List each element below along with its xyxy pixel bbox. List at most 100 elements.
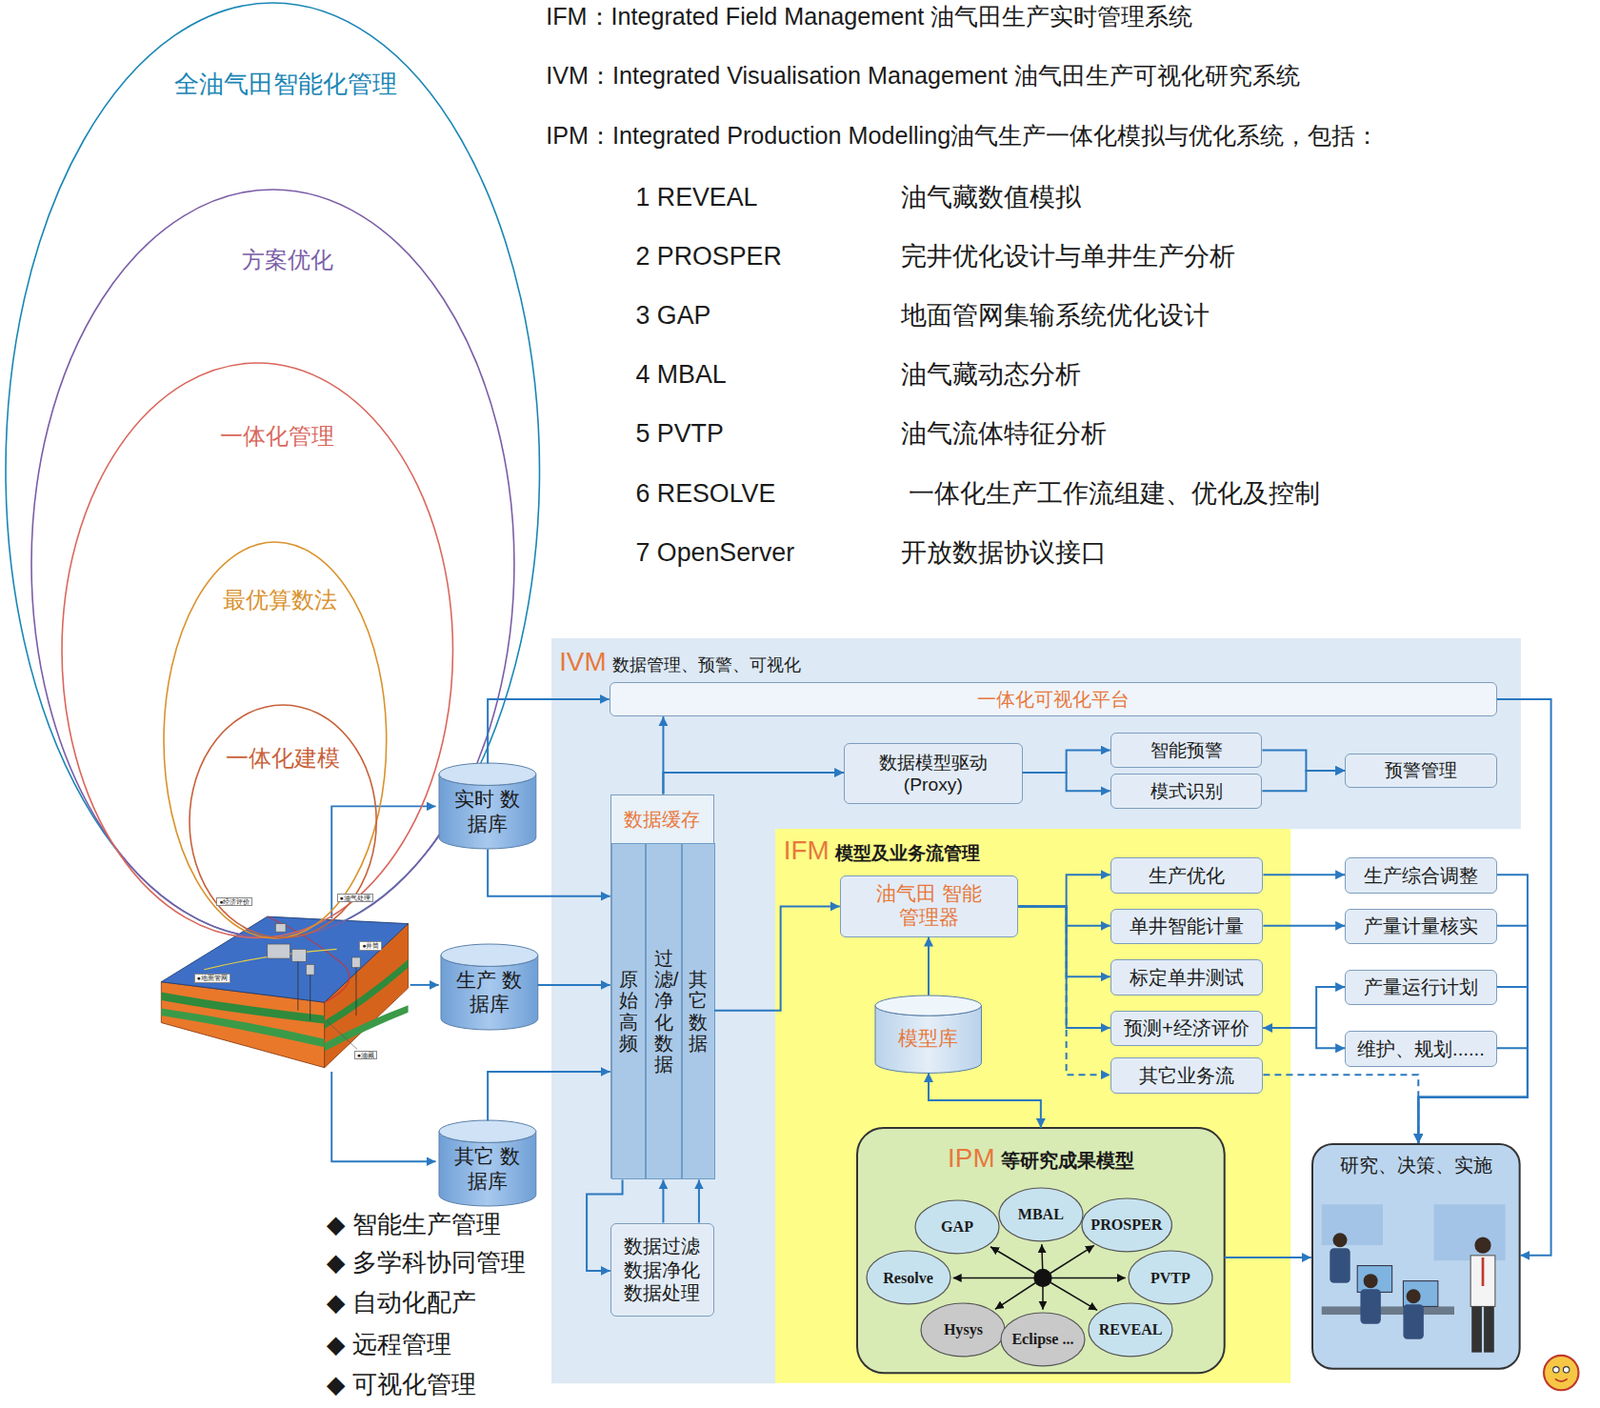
label-holder: 2 PROSPER bbox=[636, 242, 782, 271]
database-cylinder: 实时 数据库 bbox=[439, 762, 537, 849]
decision-panel: 研究、决策、实施 bbox=[1311, 1142, 1521, 1370]
label-holder: ●井筒 bbox=[359, 940, 382, 951]
data-column: 原始高频 bbox=[611, 842, 646, 1180]
model-ellipse: PVTP bbox=[1127, 1249, 1214, 1305]
node-label: 其它业务流 bbox=[1139, 1063, 1235, 1087]
panel-tag: IFM bbox=[783, 834, 830, 866]
flow-arrow bbox=[661, 1179, 664, 1222]
label-holder: 油气藏动态分析 bbox=[900, 360, 1081, 389]
label-holder: 1 REVEAL bbox=[636, 183, 759, 212]
label-holder: 开放数据协议接口 bbox=[900, 539, 1107, 567]
flow-arrow bbox=[698, 1179, 700, 1222]
module-description: 完井优化设计与单井生产分析 bbox=[900, 242, 1236, 271]
model-ellipse: REVEAL bbox=[1087, 1301, 1174, 1358]
panel-title: 等研究成果模型 bbox=[1000, 1148, 1135, 1172]
scope-ellipse: 一体化建模最优算数法一体化管理 bbox=[60, 361, 455, 939]
label-holder: ●地面管网 bbox=[194, 973, 231, 983]
node-label: 单井智能计量 bbox=[1129, 914, 1244, 938]
panel-title: 模型及业务流管理 bbox=[835, 841, 980, 864]
node-label: REVEAL bbox=[1099, 1320, 1163, 1339]
node-label: 过滤/净化数据 bbox=[654, 947, 674, 1076]
system-definition: IVM：Integrated Visualisation Management … bbox=[545, 62, 1300, 90]
module-description: 一体化生产工作流组建、优化及控制 bbox=[908, 480, 1320, 508]
model-ellipse: Eclipse ... bbox=[1000, 1311, 1086, 1367]
flow-arrow bbox=[1018, 905, 1110, 925]
label-holder: 6 RESOLVE bbox=[636, 480, 777, 508]
figure-tag: ●油藏 bbox=[354, 1050, 378, 1060]
label-holder: ◆ 可视化管理 bbox=[326, 1370, 477, 1398]
data-column: 过滤/净化数据 bbox=[645, 842, 682, 1180]
label-holder: IFM：Integrated Field Management 油气田生产实时管… bbox=[545, 3, 1193, 31]
node-label: 预警管理 bbox=[1384, 759, 1458, 781]
process-box: 数据过滤 数据净化 数据处理 bbox=[610, 1222, 715, 1318]
flow-arrow bbox=[487, 848, 611, 896]
label-holder: 5 PVTP bbox=[636, 420, 724, 448]
process-box: 智能预警 bbox=[1110, 732, 1263, 767]
model-ellipse: PROSPER bbox=[1080, 1197, 1173, 1253]
flow-arrow bbox=[1261, 750, 1345, 771]
flow-arrow bbox=[487, 1071, 611, 1120]
node-label: PROSPER bbox=[1090, 1215, 1162, 1234]
label-holder: ●油藏 bbox=[354, 1050, 378, 1060]
flow-arrow bbox=[1262, 1027, 1345, 1048]
label-holder: 一体化生产工作流组建、优化及控制 bbox=[908, 480, 1320, 508]
flow-arrow bbox=[1262, 924, 1345, 927]
system-definition: IPM：Integrated Production Modelling油气生产一… bbox=[545, 122, 1380, 150]
node-label: 生产综合调整 bbox=[1363, 863, 1479, 887]
flow-arrow bbox=[1261, 770, 1345, 791]
flow-arrow bbox=[1418, 925, 1528, 1143]
flow-arrow bbox=[1418, 986, 1528, 1143]
flow-arrow bbox=[1418, 874, 1528, 1143]
process-box: 模式识别 bbox=[1110, 773, 1263, 808]
node-label: 其它数据 bbox=[688, 968, 708, 1055]
feed-line bbox=[331, 805, 439, 1161]
node-label: 产量运行计划 bbox=[1363, 975, 1479, 999]
figure-tag: ●地面管网 bbox=[194, 973, 231, 983]
node-label: 模型库 bbox=[898, 1026, 959, 1052]
panel-tag: IPM bbox=[947, 1141, 996, 1174]
label-holder: ◆ 远程管理 bbox=[326, 1330, 452, 1358]
feature-bullet: ◆ 多学科协同管理 bbox=[326, 1248, 526, 1276]
module-description: 油气藏数值模拟 bbox=[900, 183, 1081, 212]
node-label: 其它 数据库 bbox=[453, 1144, 521, 1194]
model-links bbox=[953, 1243, 1126, 1310]
figure-tag: ●井筒 bbox=[359, 940, 382, 951]
module-name: 7 OpenServer bbox=[636, 539, 796, 567]
flow-arrow bbox=[487, 699, 609, 763]
data-column: 其它数据 bbox=[681, 842, 716, 1180]
model-ellipse: MBAL bbox=[998, 1186, 1084, 1242]
label-holder: IPM：Integrated Production Modelling油气生产一… bbox=[545, 122, 1380, 150]
node-label: 智能预警 bbox=[1150, 739, 1223, 761]
label-holder: 4 MBAL bbox=[636, 360, 727, 389]
process-box: 数据模型驱动 (Proxy) bbox=[843, 742, 1023, 804]
flow-arrow bbox=[1022, 750, 1111, 774]
database-cylinder: 模型库 bbox=[875, 995, 981, 1073]
label-holder: 7 OpenServer bbox=[636, 539, 796, 567]
flow-arrow bbox=[1418, 1047, 1528, 1143]
panel-tag: IVM bbox=[559, 645, 607, 678]
flow-arrow bbox=[1022, 772, 1111, 791]
flow-arrow bbox=[927, 937, 930, 996]
label-holder: 油气流体特征分析 bbox=[900, 420, 1107, 448]
process-box: 标定单井测试 bbox=[1110, 959, 1264, 996]
label-holder: IVM：Integrated Visualisation Management … bbox=[545, 62, 1300, 90]
flow-arrow bbox=[538, 983, 611, 986]
panel-title: 数据管理、预警、可视化 bbox=[612, 655, 801, 677]
oilfield-block bbox=[160, 916, 408, 1068]
flow-arrow bbox=[1224, 1256, 1312, 1259]
flow-arrow bbox=[662, 772, 844, 794]
system-definition: IFM：Integrated Field Management 油气田生产实时管… bbox=[545, 3, 1193, 31]
node-label: 维护、规划...... bbox=[1357, 1037, 1485, 1060]
figure-tag: ●油气处理 bbox=[337, 893, 374, 903]
process-box: 一体化可视化平台 bbox=[609, 681, 1498, 717]
flow-arrow bbox=[928, 1072, 1041, 1128]
flow-arrow bbox=[714, 905, 840, 1010]
flow-arrow bbox=[661, 716, 664, 794]
node-label: 最优算数法 bbox=[116, 586, 443, 614]
label-holder: ●油气处理 bbox=[337, 893, 374, 903]
node-label: 一体化可视化平台 bbox=[977, 687, 1130, 711]
node-label: 一体化建模 bbox=[119, 744, 446, 772]
system-panel: GAPMBALPROSPERResolvePVTPHysysEclipse ..… bbox=[857, 1127, 1225, 1373]
flow-arrow bbox=[1018, 905, 1110, 1075]
